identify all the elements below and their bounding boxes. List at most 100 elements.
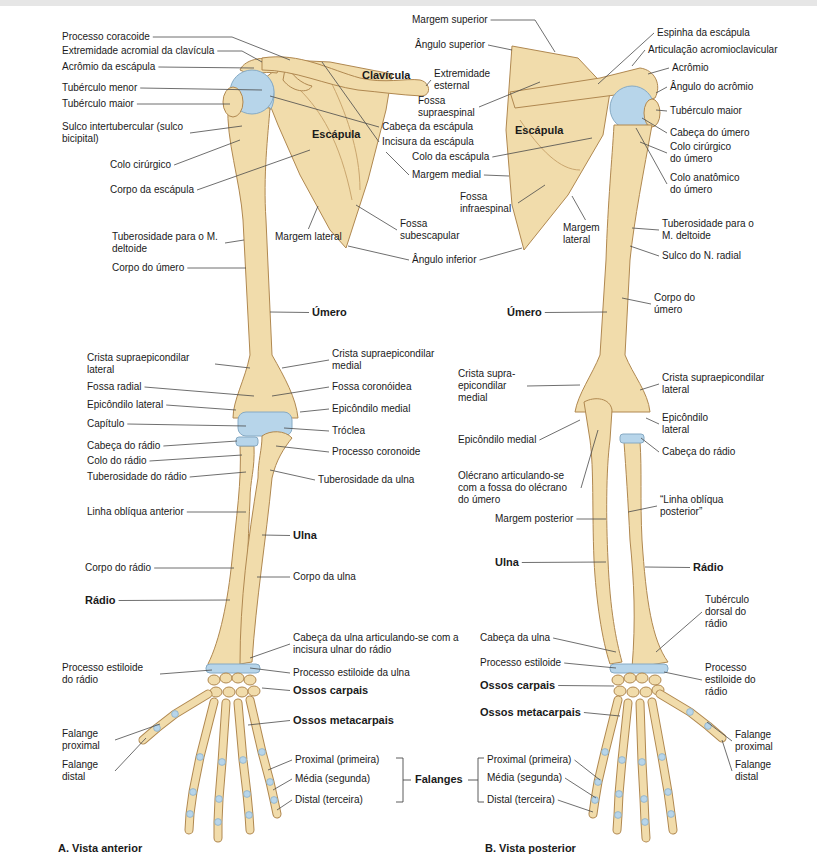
part-label: Linha oblíqua anterior: [87, 506, 184, 518]
leader-line: [656, 612, 702, 652]
part-label: Proximal (primeira): [487, 754, 571, 766]
leader-line: [250, 644, 290, 658]
leader-line: [127, 424, 246, 426]
part-label: Tuberosidade para o M. deltoide: [112, 231, 222, 255]
ulna: [240, 432, 292, 664]
leader-line: [492, 138, 592, 157]
part-label: Corpo do úmero: [112, 262, 184, 274]
leader-line: [722, 740, 732, 771]
structure-title: Úmero: [312, 306, 347, 319]
part-label: Capítulo: [87, 418, 124, 430]
leader-line: [174, 140, 240, 165]
carpal: [612, 675, 624, 685]
part-label: Colo anatômico do úmero: [670, 172, 745, 196]
leader-line: [115, 724, 160, 740]
part-label: Extremidade esternal: [434, 68, 494, 92]
part-label: Colo do rádio: [87, 455, 146, 467]
leader-line: [484, 175, 509, 176]
hand-outline: [143, 694, 277, 838]
part-label: Cabeça da ulna: [480, 632, 550, 644]
part-label: Epicôndilo medial: [332, 403, 410, 415]
part-label: Crista supraepicondilar lateral: [87, 352, 212, 376]
leader-line: [558, 685, 614, 687]
leader-line: [270, 312, 309, 314]
structure-title: Ulna: [293, 529, 317, 542]
leader-line: [527, 385, 580, 386]
leader-line: [187, 268, 246, 269]
leader-line: [119, 600, 230, 602]
part-label: Tuberosidade para o M. deltoide: [662, 218, 767, 242]
part-label: Fossa coronóidea: [332, 381, 412, 393]
leader-line: [584, 713, 620, 717]
anterior-skeleton: [206, 57, 429, 697]
part-label: Falange proximal: [735, 729, 785, 753]
structure-title: Úmero: [507, 306, 542, 319]
part-label: Extremidade acromial da clavícula: [62, 45, 214, 57]
leader-line: [140, 88, 262, 90]
leader-line: [553, 638, 616, 652]
leader-line: [115, 738, 146, 771]
bracket: [396, 758, 411, 802]
part-label: Ângulo do acrômio: [670, 81, 753, 93]
structure-title: Ossos metacarpais: [293, 714, 394, 727]
carpal: [614, 686, 626, 696]
part-label: Epicôndilo lateral: [662, 412, 722, 436]
leader-line: [268, 760, 292, 770]
leader-line: [479, 82, 540, 107]
leader-line: [262, 688, 290, 691]
leader-line: [270, 96, 379, 127]
part-label: Proximal (primeira): [295, 754, 379, 766]
leader-line: [581, 430, 598, 488]
part-label: Fossa radial: [87, 381, 141, 393]
leader-line: [217, 51, 262, 62]
part-label: Processo estiloide do rádio: [62, 662, 157, 686]
radial-head: [236, 437, 258, 446]
part-label: Processo estiloide: [480, 657, 561, 669]
leader-line: [630, 246, 659, 256]
greater-tubercle: [644, 99, 660, 127]
leader-line: [628, 506, 657, 512]
leader-line: [257, 577, 290, 578]
scapula: [506, 46, 610, 250]
part-label: Colo cirúrgico do úmero: [670, 141, 742, 165]
part-label: Distal (terceira): [295, 794, 363, 806]
radius: [624, 442, 668, 668]
leader-line: [488, 45, 512, 50]
part-label: Cabeça do úmero: [670, 127, 750, 139]
part-label: Epicôndilo medial: [458, 434, 536, 446]
part-label: Margem superior: [412, 14, 488, 26]
ulna: [584, 399, 622, 664]
leader-line: [158, 67, 254, 68]
part-label: Processo estiloide do rádio: [705, 662, 765, 698]
humerus: [228, 105, 298, 418]
leader-line: [197, 150, 310, 190]
carpal: [248, 686, 260, 696]
part-label: Tubérculo menor: [62, 82, 137, 94]
leader-line: [598, 33, 654, 84]
leader-line: [154, 568, 234, 569]
leader-line: [632, 50, 645, 66]
part-label: Colo cirúrgico: [110, 159, 171, 171]
posterior-skeleton: [506, 46, 668, 697]
leader-line: [656, 110, 667, 111]
leader-line: [564, 663, 616, 668]
leader-line: [282, 360, 329, 368]
leader-line: [248, 721, 290, 726]
leader-line: [356, 205, 397, 230]
hand-bones: [143, 694, 277, 838]
structure-title: Escápula: [515, 124, 563, 137]
leader-line: [522, 562, 606, 564]
part-label: Corpo da escápula: [110, 184, 194, 196]
part-label: Margem medial: [412, 169, 481, 181]
leader-line: [576, 519, 606, 520]
part-label: Tubérculo maior: [62, 98, 134, 110]
part-label: Falange distal: [62, 759, 112, 783]
leader-line: [645, 567, 690, 569]
part-label: Sulco do N. radial: [662, 250, 741, 262]
structure-title: Ulna: [495, 556, 519, 569]
structure-title: Ossos carpais: [480, 679, 555, 692]
part-label: Fossa supraespinal: [418, 95, 476, 119]
leader-line: [622, 298, 651, 304]
part-label: Cabeça da escápula: [382, 121, 473, 133]
leader-line: [632, 228, 659, 230]
